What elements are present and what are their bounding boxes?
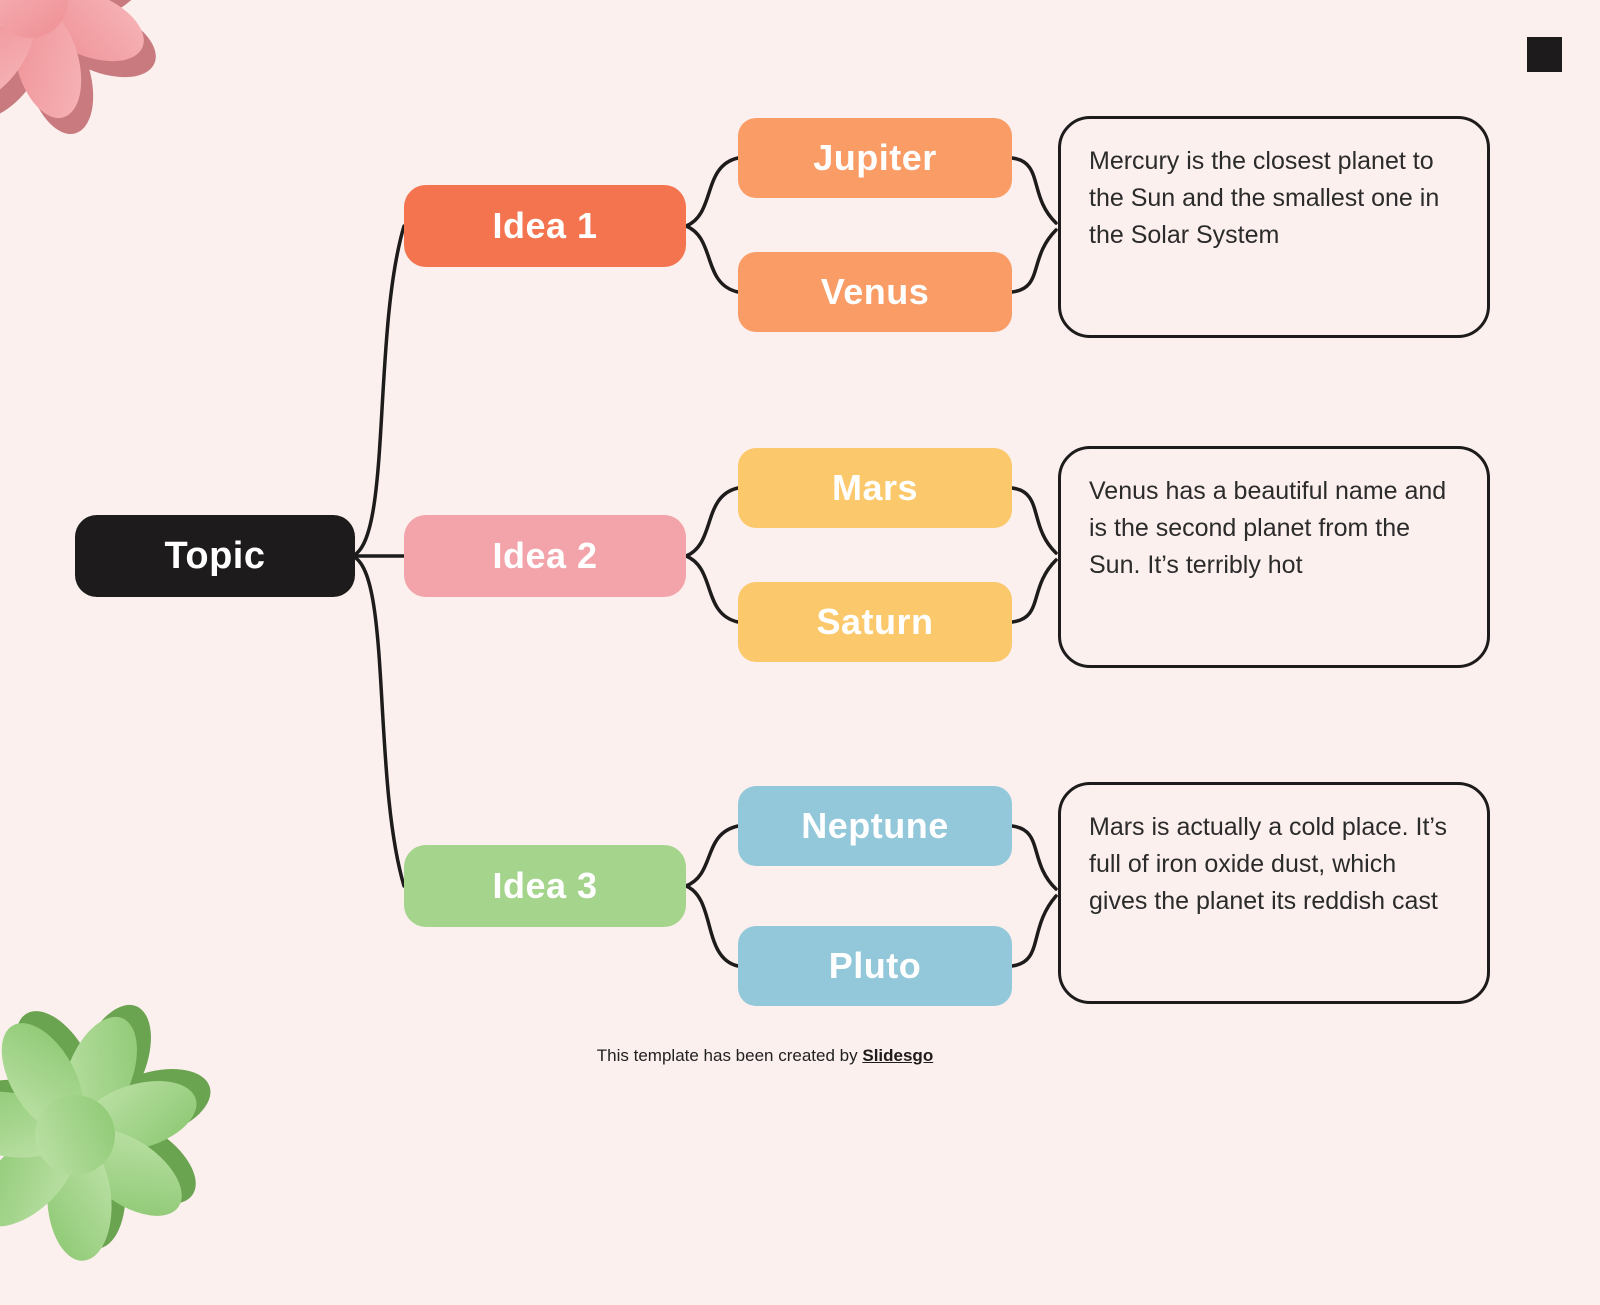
node-jupiter[interactable]: Jupiter <box>738 118 1012 198</box>
neptune-label: Neptune <box>801 805 949 846</box>
idea-2-label: Idea 2 <box>492 535 598 576</box>
note-box-2[interactable]: Venus has a beautiful name and is the se… <box>1058 446 1490 668</box>
node-venus[interactable]: Venus <box>738 252 1012 332</box>
note-box-3[interactable]: Mars is actually a cold place. It’s full… <box>1058 782 1490 1004</box>
footer-credit-text: This template has been created by <box>596 1046 858 1065</box>
note-text-3: Mars is actually a cold place. It’s full… <box>1089 813 1448 915</box>
note-text-1: Mercury is the closest planet to the Sun… <box>1089 147 1440 249</box>
jupiter-label: Jupiter <box>813 137 937 178</box>
mars-label: Mars <box>831 467 919 508</box>
idea-3-node[interactable]: Idea 3 <box>404 845 686 927</box>
note-box-1[interactable]: Mercury is the closest planet to the Sun… <box>1058 116 1490 338</box>
idea-1-label: Idea 1 <box>492 205 598 246</box>
topic-node[interactable]: Topic <box>75 515 355 597</box>
node-saturn[interactable]: Saturn <box>738 582 1012 662</box>
node-pluto[interactable]: Pluto <box>738 926 1012 1006</box>
topic-label: Topic <box>164 534 266 577</box>
idea-2-node[interactable]: Idea 2 <box>404 515 686 597</box>
node-mars[interactable]: Mars <box>738 448 1012 528</box>
corner-square-decoration <box>1527 37 1562 72</box>
pink-flower-icon <box>0 0 188 160</box>
node-neptune[interactable]: Neptune <box>738 786 1012 866</box>
footer-credit: This template has been created by Slides… <box>597 1046 933 1066</box>
pluto-label: Pluto <box>828 945 922 986</box>
slide-canvas: { "page": { "background_color": "#fcf0ee… <box>0 0 1562 1302</box>
note-text-2: Venus has a beautiful name and is the se… <box>1089 477 1447 579</box>
venus-label: Venus <box>820 271 930 312</box>
idea-1-node[interactable]: Idea 1 <box>404 185 686 267</box>
saturn-label: Saturn <box>816 601 934 642</box>
green-flower-icon <box>0 965 245 1302</box>
slidesgo-link[interactable]: Slidesgo <box>862 1046 934 1065</box>
idea-3-label: Idea 3 <box>492 865 598 906</box>
